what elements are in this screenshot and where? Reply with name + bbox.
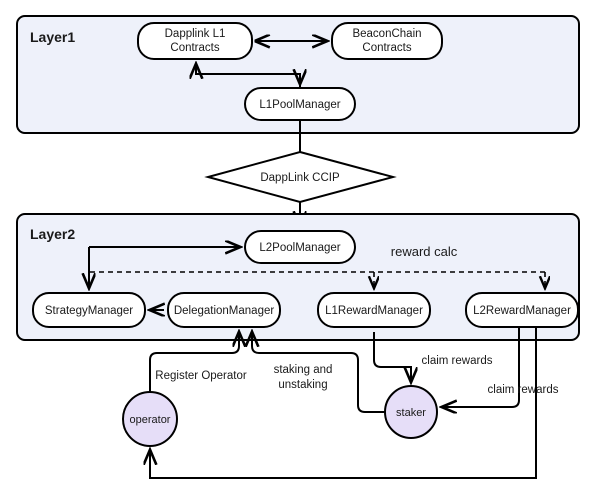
node-dapplink-l1-contracts-line2: Contracts xyxy=(170,42,219,54)
edge-l2rewardmanager-to-operator xyxy=(150,327,537,479)
layer1-title: Layer1 xyxy=(30,29,75,45)
label-staking-and: staking and xyxy=(274,364,333,376)
node-delegationmanager[interactable] xyxy=(167,292,281,328)
node-strategymanager[interactable] xyxy=(32,292,146,328)
actor-staker[interactable] xyxy=(384,385,438,439)
label-reward-calc: reward calc xyxy=(391,244,458,259)
node-l2poolmanager-label: L2PoolManager xyxy=(259,242,340,254)
actor-staker-label: staker xyxy=(396,407,426,419)
node-dapplink-l1-contracts[interactable] xyxy=(137,22,253,60)
node-l2rewardmanager-label: L2RewardManager xyxy=(473,305,571,317)
label-claim-rewards-l2: claim rewards xyxy=(488,384,559,396)
node-l1rewardmanager[interactable] xyxy=(317,292,431,328)
node-strategymanager-label: StrategyManager xyxy=(45,305,133,317)
edge-operator-register xyxy=(149,332,239,392)
node-l2poolmanager[interactable] xyxy=(244,230,356,264)
actor-operator[interactable] xyxy=(122,391,178,447)
edge-l1rewardmanager-claim-rewards xyxy=(373,332,411,382)
actor-operator-label: operator xyxy=(130,414,171,426)
node-beaconchain-contracts-line1: BeaconChain xyxy=(352,28,421,40)
node-delegationmanager-label: DelegationManager xyxy=(174,305,275,317)
label-unstaking: unstaking xyxy=(278,379,327,391)
bridge-dapplink-ccip-label: DappLink CCIP xyxy=(260,172,340,184)
edge-dapplink-to-l1poolmanager xyxy=(195,64,300,84)
label-claim-rewards-l1: claim rewards xyxy=(422,355,493,367)
label-register-operator: Register Operator xyxy=(155,370,247,382)
node-beaconchain-contracts-line2: Contracts xyxy=(362,42,411,54)
edge-staker-staking-unstaking xyxy=(252,332,385,413)
node-l1rewardmanager-label: L1RewardManager xyxy=(325,305,423,317)
node-l1poolmanager-label: L1PoolManager xyxy=(259,99,340,111)
edge-l2rewardmanager-claim-rewards xyxy=(442,327,520,407)
layer2-title: Layer2 xyxy=(30,226,75,242)
node-dapplink-l1-contracts-line1: Dapplink L1 xyxy=(165,28,226,40)
node-beaconchain-contracts[interactable] xyxy=(331,22,443,60)
